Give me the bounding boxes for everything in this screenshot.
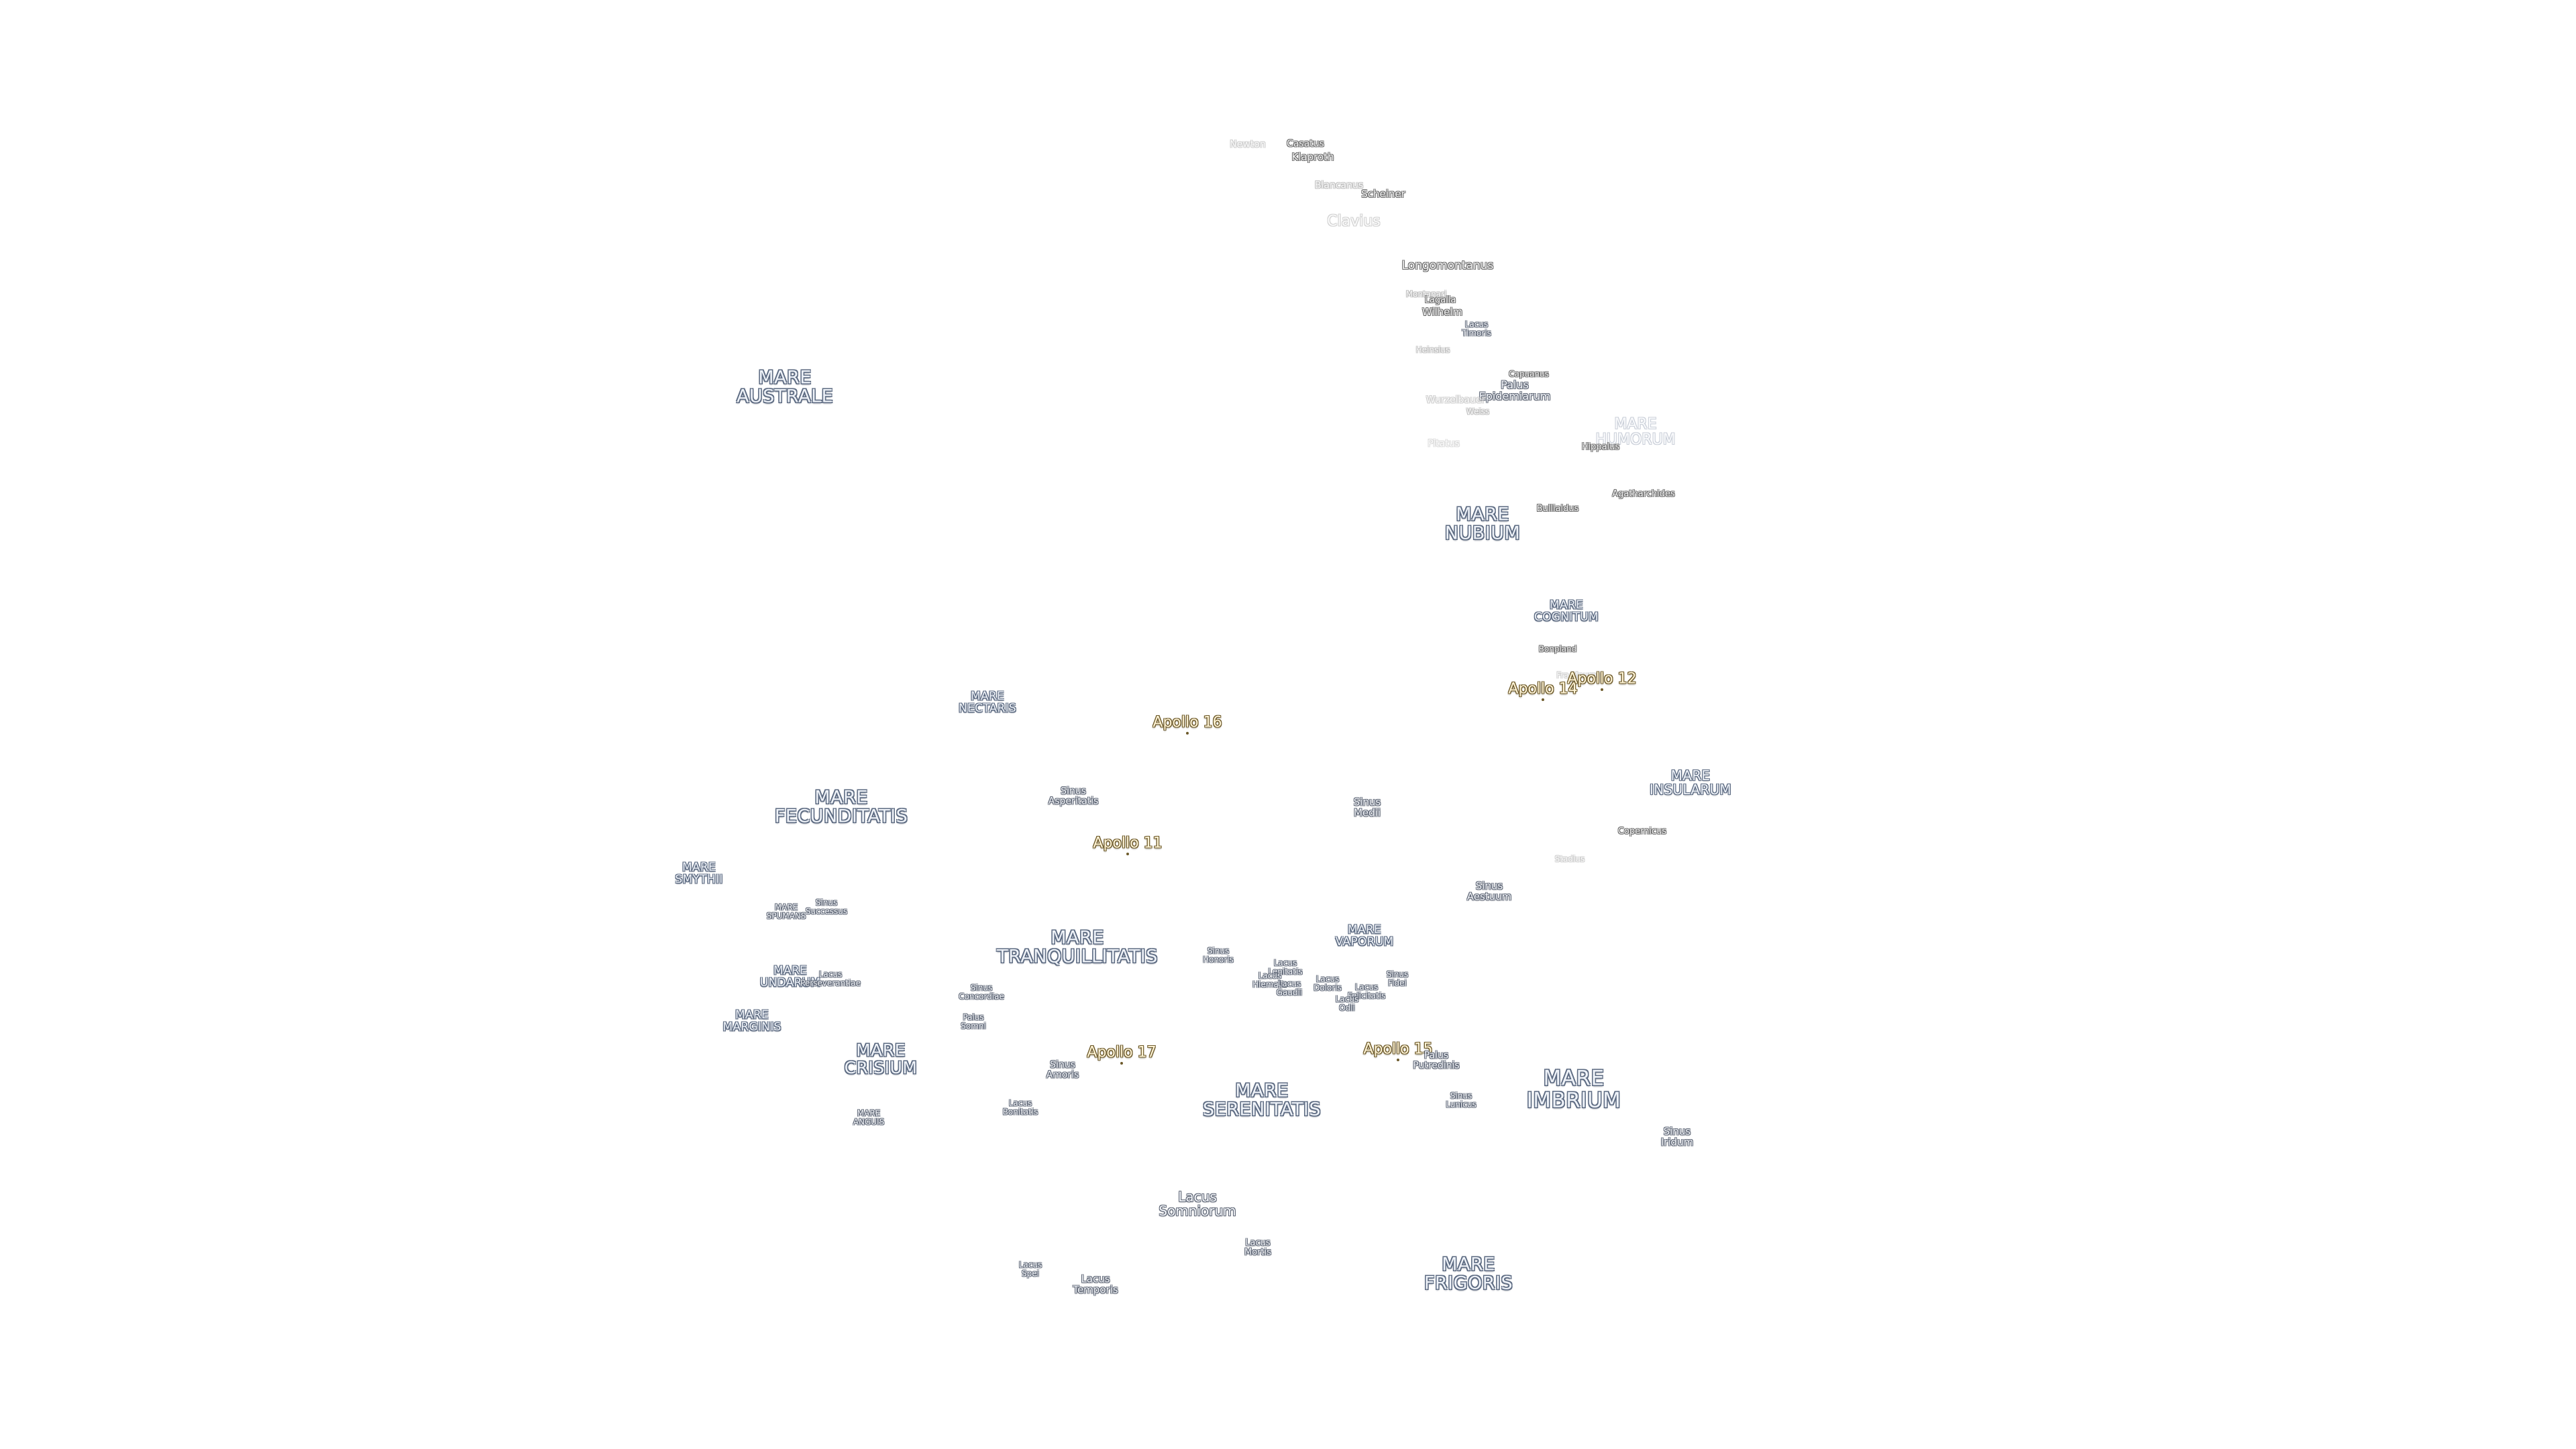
mare-imbrium[interactable]: MARE IMBRIUM [1526,1066,1621,1112]
sinus-concordiae: Sinus Concordiae [959,983,1004,1001]
lacus-lenitatis: Lacus Lenitatis [1268,958,1303,976]
lacus-hiemalis: Lacus Hiemalis [1252,971,1287,989]
lacus-timoris: Lacus Timoris [1462,319,1491,337]
lacus-somniorum: Lacus Somniorum [1159,1189,1236,1219]
sinus-successus: Sinus Successus [805,898,848,916]
mare-undarum[interactable]: MARE UNDARUM [759,964,821,989]
mare-marginis[interactable]: MARE MARGINIS [722,1008,782,1034]
apollo-16-label[interactable]: Apollo 16 [1152,714,1222,731]
apollo-12-marker[interactable] [1601,688,1603,691]
crater-hippalus: Hippalus [1581,442,1620,453]
crater-heinsius: Heinsius [1415,345,1450,355]
crater-wurzelbauer: Wurzelbauer [1426,394,1486,406]
crater-agatharchides: Agatharchides [1612,489,1675,500]
mare-vaporum[interactable]: MARE VAPORUM [1335,923,1394,949]
lacus-felicitatis: Lacus Felicitatis [1347,982,1386,1000]
apollo-17-marker[interactable] [1120,1062,1123,1065]
apollo-17-label[interactable]: Apollo 17 [1087,1044,1157,1061]
apollo-12-label[interactable]: Apollo 12 [1567,670,1637,688]
crater-scheiner: Scheiner [1361,188,1405,201]
crater-clavius: Clavius [1327,213,1381,230]
crater-copernicus: Copernicus [1617,826,1667,837]
crater-wilhelm: Wilhelm [1421,306,1463,319]
crater-montanari: Montanari [1405,289,1447,299]
apollo-15-label[interactable]: Apollo 15 [1363,1040,1433,1058]
crater-bullialdus: Bullialdus [1536,504,1579,515]
mare-australe[interactable]: MARE AUSTRALE [736,367,834,407]
crater-fra-mauro: Fra Mauro [1556,670,1597,680]
sinus-amoris: Sinus Amoris [1046,1059,1079,1080]
apollo-16-marker[interactable] [1186,732,1189,735]
crater-weiss: Weiss [1466,407,1490,417]
lacus-spei: Lacus Spei [1018,1260,1042,1278]
crater-bonpland: Bonpland [1538,644,1577,654]
crater-longomontanus: Longomontanus [1401,259,1494,273]
mare-nectaris[interactable]: MARE NECTARIS [958,690,1017,715]
lacus-odii: Lacus Odii [1335,994,1359,1012]
crater-lagalla: Lagalla [1424,295,1456,306]
palus-epidemiarum: Palus Epidemiarum [1479,378,1551,402]
lacus-gaudii: Lacus Gaudii [1276,979,1303,997]
crater-stadius: Stadius [1554,854,1585,864]
sinus-aestuum: Sinus Aestuum [1466,879,1512,902]
sinus-iridum: Sinus Iridum [1660,1125,1694,1148]
mare-nubium[interactable]: MARE NUBIUM [1444,504,1521,544]
mare-serenitatis[interactable]: MARE SERENITATIS [1202,1080,1322,1120]
sinus-asperitatis: Sinus Asperitatis [1048,786,1099,806]
lacus-temporis: Lacus Temporis [1073,1273,1118,1295]
mare-tranquillitatis[interactable]: MARE TRANQUILLITATIS [997,927,1158,967]
crater-casatus: Casatus [1287,138,1324,150]
sinus-fidei: Sinus Fidei [1386,969,1409,987]
crater-newton: Newton [1230,139,1266,150]
apollo-11-marker[interactable] [1126,853,1129,855]
mare-crisium[interactable]: MARE CRISIUM [844,1040,918,1077]
apollo-14-marker[interactable] [1542,698,1544,701]
sinus-medii: Sinus Medii [1353,796,1381,818]
lacus-doloris: Lacus Doloris [1313,974,1342,992]
crater-capuanus: Capuanus [1509,369,1549,379]
mare-insularum[interactable]: MARE INSULARUM [1650,767,1731,798]
crater-klaproth: Klaproth [1291,151,1334,164]
mare-fecunditatis[interactable]: MARE FECUNDITATIS [774,787,908,827]
sinus-honoris: Sinus Honoris [1203,946,1234,964]
apollo-14-label[interactable]: Apollo 14 [1508,680,1578,698]
apollo-15-marker[interactable] [1397,1059,1399,1061]
palus-putredinis: Palus Putredinis [1413,1050,1460,1071]
palus-somni: Palus Somni [961,1012,986,1030]
lacus-bonitatis: Lacus Bonitatis [1002,1098,1038,1116]
mare-frigoris[interactable]: MARE FRIGORIS [1424,1254,1513,1294]
mare-spumans[interactable]: MARE SPUMANS [766,902,806,920]
apollo-11-label[interactable]: Apollo 11 [1093,835,1163,852]
lacus-perseverantiae: Lacus Perseverantiae [800,969,861,987]
lacus-mortis: Lacus Mortis [1244,1238,1271,1257]
mare-anguis[interactable]: MARE ANGUIS [853,1108,885,1126]
mare-smythii[interactable]: MARE SMYTHII [675,861,723,886]
mare-cognitum[interactable]: MARE COGNITUM [1534,598,1599,624]
crater-blancanus: Blancanus [1314,180,1364,191]
sinus-lunicus: Sinus Lunicus [1446,1091,1477,1109]
mare-humorum[interactable]: MARE HUMORUM [1595,415,1676,448]
crater-pitatus: Pitatus [1428,438,1460,449]
